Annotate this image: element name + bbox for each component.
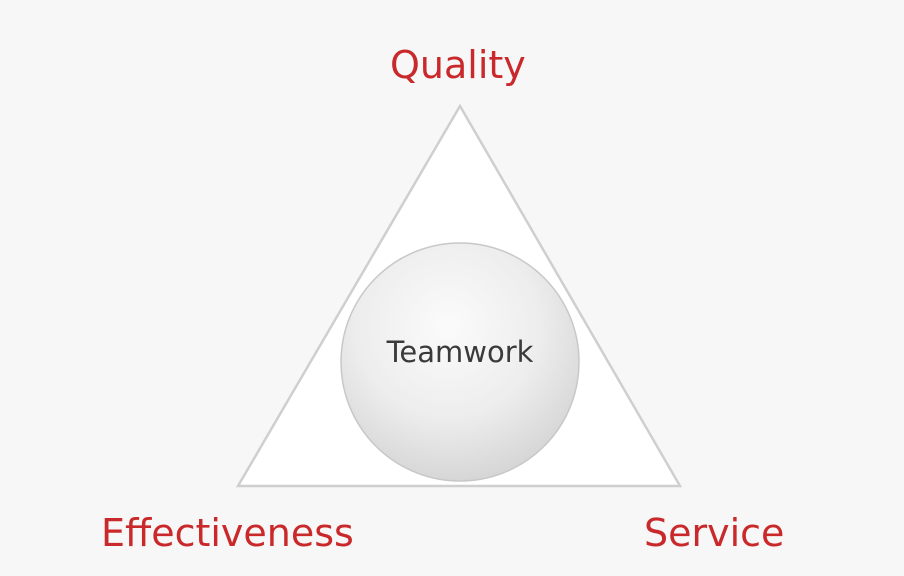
service-label: Service [644, 511, 785, 555]
teamwork-circle [340, 242, 580, 482]
effectiveness-label: Effectiveness [101, 511, 354, 555]
teamwork-label: Teamwork [386, 335, 534, 369]
quality-label: Quality [390, 43, 526, 87]
